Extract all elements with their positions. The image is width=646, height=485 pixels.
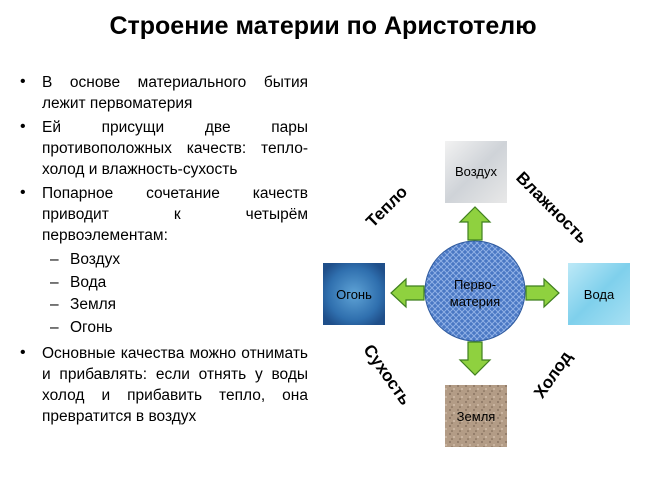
bullet-item: Основные качества можно отнимать и приба…	[18, 342, 308, 427]
arrow-up	[458, 206, 492, 241]
sub-item-water: Вода	[18, 272, 308, 295]
air-tile	[445, 141, 507, 203]
bullet-item: Попарное сочетание качеств приводит к че…	[18, 182, 308, 246]
prime-matter-line1: Перво-	[453, 277, 497, 292]
bullet-item: В основе материального бытия лежит перво…	[18, 71, 308, 114]
bullet-text: В основе материального бытия лежит перво…	[42, 74, 308, 112]
arrow-right	[525, 277, 560, 309]
bullet-text: Ей присущи две пары противоположных каче…	[42, 119, 308, 178]
prime-matter-line2: материя	[449, 294, 501, 309]
fire-label: Огонь	[336, 287, 372, 302]
sub-item-fire: Огонь	[18, 317, 308, 340]
sub-item-earth: Земля	[18, 294, 308, 317]
fire-tile	[323, 263, 385, 325]
arrow-left	[390, 277, 425, 309]
prime-matter-label: Перво- материя	[425, 276, 525, 310]
arrow-down	[458, 341, 492, 376]
water-label: Вода	[583, 287, 615, 302]
bullet-item: Ей присущи две пары противоположных каче…	[18, 116, 308, 180]
earth-label: Земля	[456, 409, 496, 424]
air-label: Воздух	[454, 164, 497, 179]
bullet-text: Попарное сочетание качеств приводит к че…	[42, 185, 308, 244]
earth-tile	[445, 385, 507, 447]
water-tile	[568, 263, 630, 325]
bullet-list: В основе материального бытия лежит перво…	[18, 71, 308, 430]
bullet-text: Основные качества можно отнимать и приба…	[42, 345, 308, 425]
prime-matter-circle	[424, 240, 526, 342]
sub-item-air: Воздух	[18, 249, 308, 272]
arrows	[390, 206, 560, 376]
page-title: Строение материи по Аристотелю	[109, 12, 537, 40]
